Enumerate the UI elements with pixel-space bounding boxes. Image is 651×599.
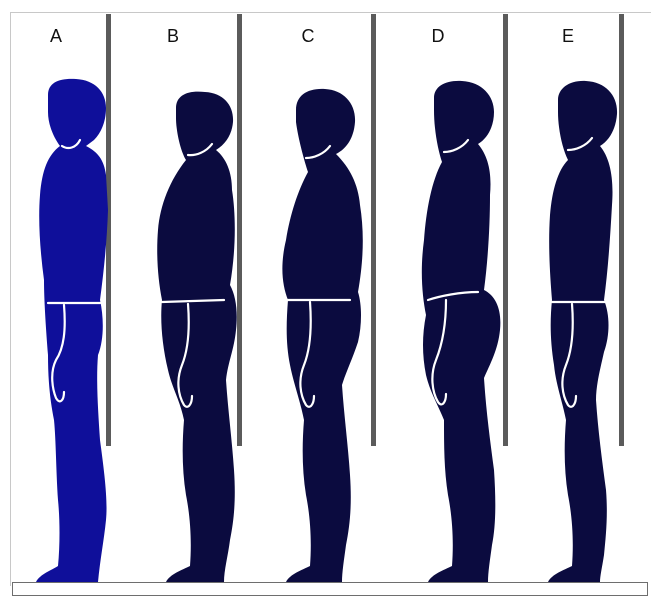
- floor-baseline: [12, 582, 648, 596]
- figure-e-silhouette: [548, 81, 617, 582]
- figure-d-silhouette: [422, 81, 501, 582]
- plumb-post-b: [237, 14, 242, 446]
- plumb-post-e: [619, 14, 624, 446]
- figure-b-silhouette: [157, 92, 237, 582]
- figure-a-silhouette: [36, 79, 108, 582]
- plumb-post-d: [503, 14, 508, 446]
- plumb-post-c: [371, 14, 376, 446]
- figure-c-silhouette: [282, 89, 362, 582]
